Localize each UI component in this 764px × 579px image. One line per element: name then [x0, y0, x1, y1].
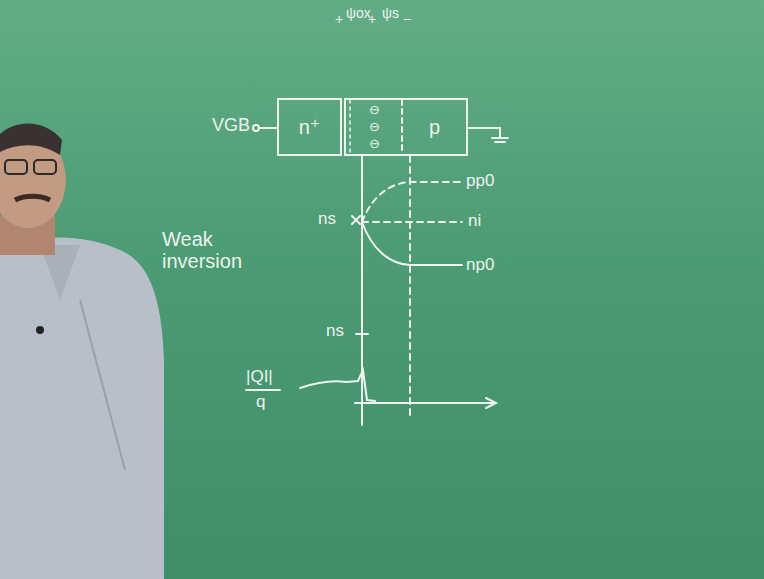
label-text: ψs [382, 5, 399, 21]
horizontal-axis [355, 402, 495, 404]
chalk-label: ns [326, 322, 344, 341]
inversion-edge [349, 100, 351, 154]
label-text: Weak inversion [162, 228, 242, 272]
label-text: q [256, 392, 265, 411]
label-text: ⊖ [369, 102, 380, 117]
chalk-label: ns [318, 210, 336, 229]
chalk-label: ψox [346, 6, 371, 21]
hole-profile [362, 182, 462, 222]
chalk-label: q [256, 393, 265, 412]
label-text: ⊖ [369, 136, 380, 151]
label-text: ns [326, 321, 344, 340]
label-text: − [403, 11, 411, 27]
chalk-label: + [368, 12, 376, 27]
label-text: np0 [466, 255, 494, 274]
label-text: + [368, 11, 376, 27]
chalk-label: ⊖ [369, 137, 380, 151]
n-plus-gate: n⁺ [277, 98, 342, 156]
label-text: ⊖ [369, 119, 380, 134]
chalk-label: pp0 [466, 172, 494, 191]
charge-spike [346, 370, 375, 401]
surface-mark [352, 216, 360, 224]
chalk-label: |QI| [246, 368, 273, 387]
label-text: |QI| [246, 367, 273, 386]
ground-symbol [495, 141, 505, 143]
ground-symbol [492, 137, 508, 139]
label-text: ns [318, 209, 336, 228]
label-text: ni [468, 211, 481, 230]
fraction-bar [246, 389, 280, 391]
electron-profile [362, 222, 462, 265]
region-label: n⁺ [299, 115, 321, 139]
body-wire [467, 127, 500, 129]
chalk-label: Weak inversion [162, 228, 267, 272]
chalk-label: + [335, 12, 343, 27]
ground-symbol [499, 128, 501, 138]
vertical-axis [361, 156, 363, 425]
label-text: pp0 [466, 171, 494, 190]
intrinsic-level [362, 221, 462, 223]
chalk-label: − [403, 12, 411, 27]
chalk-label: np0 [466, 256, 494, 275]
label-text: VGB [212, 115, 250, 135]
chalk-label: ψs [382, 6, 399, 21]
chalk-label: ⊖ [369, 120, 380, 134]
gate-wire [259, 127, 277, 129]
label-text: ψox [346, 5, 371, 21]
depletion-edge [401, 100, 403, 154]
p-substrate: p [344, 98, 468, 156]
axis-arrowhead [486, 398, 496, 408]
region-label: p [429, 116, 440, 139]
axis-tick [356, 333, 368, 335]
chalk-label: ⊖ [369, 103, 380, 117]
chalk-label: ni [468, 212, 481, 231]
label-text: + [335, 11, 343, 27]
lecturer-figure [0, 124, 164, 579]
depletion-boundary [409, 156, 411, 415]
leader-arrow [300, 381, 346, 388]
chalk-label: VGB [212, 116, 250, 136]
